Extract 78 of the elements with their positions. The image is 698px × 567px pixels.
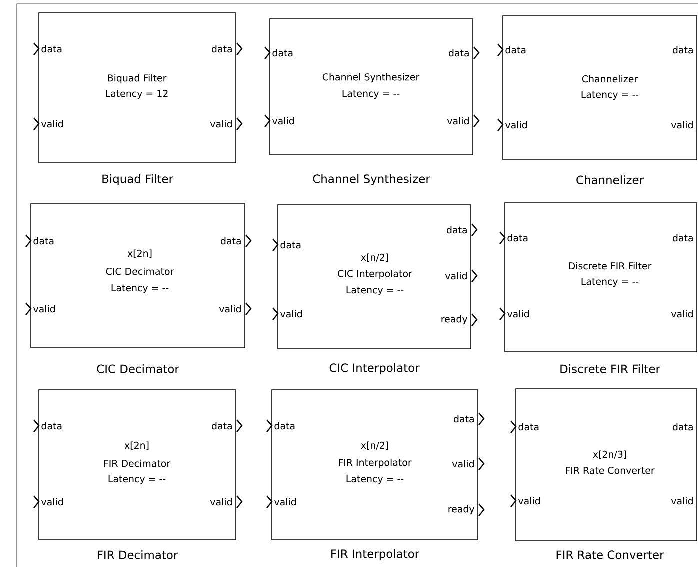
block-label: Channel Synthesizer <box>322 73 420 83</box>
block-label: x[2n] <box>124 442 149 450</box>
block-label: x[n/2] <box>361 254 388 262</box>
block-caption: FIR Rate Converter <box>556 550 664 560</box>
block-label: Discrete FIR Filter <box>569 262 652 270</box>
block-label: Biquad Filter <box>108 74 167 84</box>
port-label: valid <box>34 305 56 313</box>
port-label: data <box>673 423 693 431</box>
block-caption: FIR Decimator <box>98 550 178 560</box>
port-label: valid <box>210 120 232 128</box>
port-label: valid <box>452 460 474 468</box>
port-label: ready <box>448 505 475 515</box>
port-label: data <box>42 45 62 53</box>
block-label: Latency = -- <box>108 476 166 484</box>
block-with-ports <box>510 388 698 542</box>
block-with-ports <box>26 204 252 348</box>
port-label: valid <box>505 121 528 129</box>
port-label: data <box>518 423 539 431</box>
block-caption: Channelizer <box>576 176 644 184</box>
port-label: data <box>274 422 295 430</box>
block-label: x[2n/3] <box>593 450 626 460</box>
port-label: data <box>280 241 301 249</box>
block-with-ports <box>500 202 698 352</box>
block-with-ports <box>34 390 243 540</box>
block-with-ports <box>272 204 478 350</box>
port-label: valid <box>272 117 294 125</box>
block-caption: CIC Decimator <box>97 364 180 374</box>
port-label: ready <box>442 315 468 325</box>
port-label: valid <box>42 120 64 128</box>
block-with-ports <box>498 16 698 160</box>
block-label: FIR Rate Converter <box>566 467 655 474</box>
port-label: valid <box>210 498 232 506</box>
port-label: valid <box>671 121 693 129</box>
port-label: data <box>508 234 528 242</box>
port-label: valid <box>219 305 241 313</box>
block-caption: Discrete FIR Filter <box>560 364 660 374</box>
port-label: data <box>506 46 526 54</box>
block-label: x[n/2] <box>361 442 388 450</box>
block-caption: Channel Synthesizer <box>313 174 430 186</box>
port-label: data <box>449 49 469 57</box>
port-label: valid <box>280 310 302 318</box>
port-label: data <box>454 415 474 423</box>
port-label: data <box>34 237 54 245</box>
block-with-ports <box>264 18 480 156</box>
block-caption: CIC Interpolator <box>330 363 420 375</box>
port-label: valid <box>671 310 693 318</box>
block-label: Channelizer <box>582 75 638 83</box>
block-with-ports <box>266 390 485 540</box>
port-label: valid <box>447 117 469 125</box>
port-label: data <box>272 49 293 57</box>
port-label: data <box>673 234 693 242</box>
port-label: valid <box>274 498 296 506</box>
port-label: data <box>673 46 693 54</box>
block-label: CIC Decimator <box>106 268 174 276</box>
port-label: data <box>447 226 467 234</box>
block-label: Latency = -- <box>346 476 404 484</box>
port-label: data <box>212 422 232 430</box>
block-label: FIR Interpolator <box>339 458 412 468</box>
port-label: valid <box>445 272 467 280</box>
port-label: data <box>212 45 232 53</box>
port-label: data <box>42 422 62 430</box>
port-label: data <box>221 237 241 245</box>
block-caption: FIR Interpolator <box>332 549 420 561</box>
block-caption: Biquad Filter <box>102 174 174 186</box>
port-label: valid <box>671 497 693 505</box>
block-label: Latency = -- <box>346 286 404 296</box>
port-label: valid <box>518 497 540 505</box>
block-label: Latency = -- <box>582 91 639 100</box>
block-label: Latency = 12 <box>106 90 168 100</box>
block-label: Latency = -- <box>112 284 169 294</box>
block-label: x[2n] <box>128 250 152 258</box>
block-with-ports <box>34 12 243 164</box>
block-label: FIR Decimator <box>104 460 171 468</box>
block-label: CIC Interpolator <box>338 270 412 280</box>
block-label: Latency = -- <box>342 90 400 100</box>
port-label: valid <box>42 498 64 506</box>
port-label: valid <box>507 310 530 318</box>
block-label: Latency = -- <box>582 278 639 288</box>
